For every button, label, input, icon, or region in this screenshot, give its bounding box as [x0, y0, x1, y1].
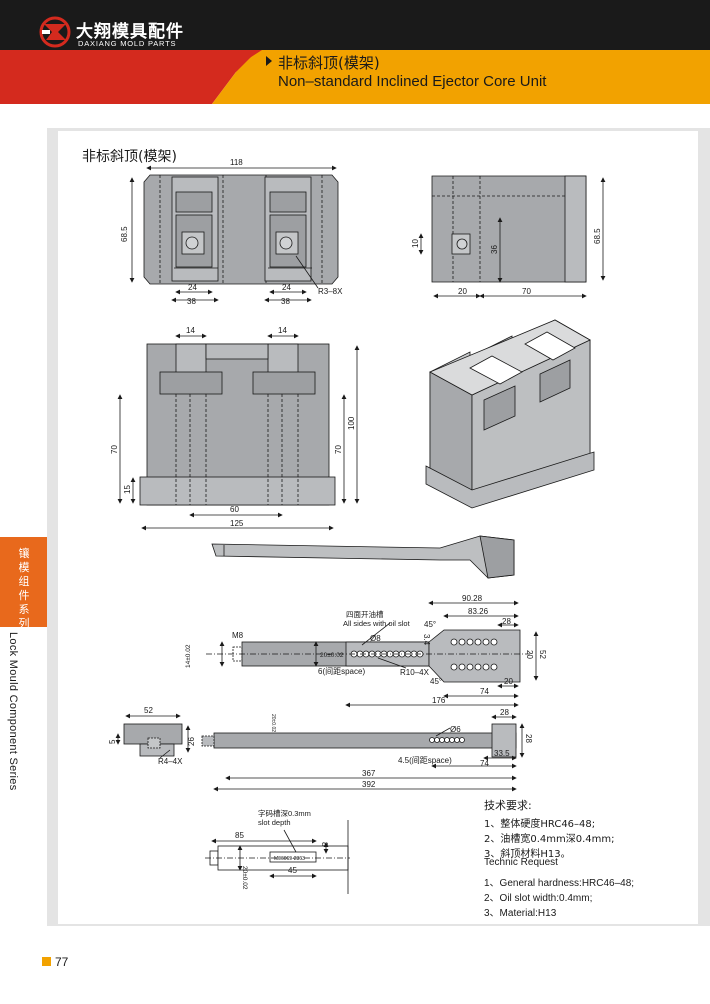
dim-rod-28: 28 [502, 617, 511, 626]
dim-rod-45a: 45° [424, 620, 436, 629]
dim-rod-phi8: Ø8 [370, 634, 381, 643]
side-view [418, 175, 606, 299]
dim-detail-45: 45 [288, 866, 297, 875]
dim-detail-8: 8 [320, 842, 329, 847]
dim-rod-20: 20±0.02 [320, 652, 344, 659]
rod-view-2 [115, 713, 525, 792]
page-title-cn: 非标斜顶(模架) [278, 54, 380, 72]
dim-rod-20b: 20 [525, 650, 534, 659]
dim-front-100: 100 [347, 416, 356, 430]
requirement-cn-1: 1、整体硬度HRC46–48; [484, 819, 596, 830]
dim-rod-83: 83.26 [468, 607, 489, 616]
dim-rod-52: 52 [538, 650, 547, 659]
page-title-en: Non–standard Inclined Ejector Core Unit [278, 73, 547, 90]
label-slot-en: slot depth [258, 818, 291, 827]
dim-front-70b: 70 [334, 445, 343, 454]
dim-front-14a: 14 [186, 326, 195, 335]
logo-icon [39, 16, 71, 48]
dim-rod2-phi6: Ø6 [450, 725, 461, 734]
page-number: 77 [55, 955, 69, 969]
dim-top-radius: R3–8X [318, 287, 343, 296]
dim-rod2-r4: R4–4X [158, 757, 183, 766]
label-slot-cn: 字码槽深0.3mm [258, 808, 311, 818]
requirement-cn-2: 2、油槽宽0.4mm深0.4mm; [484, 834, 615, 845]
dim-rod2-52: 52 [144, 706, 153, 715]
rod-view-1 [206, 600, 539, 708]
dim-rod2-5: 5 [108, 739, 117, 744]
requirement-cn-3: 3、斜顶材料H13。 [484, 849, 571, 860]
dim-rod2-26: 26 [187, 737, 196, 746]
dim-front-60: 60 [230, 505, 239, 514]
dim-detail-20: 20±0.02 [241, 866, 248, 890]
dim-rod-space6: 6(间距space) [318, 667, 365, 676]
dim-rod2-28b: 28 [524, 734, 533, 743]
dim-rod-r10: R10–4X [400, 668, 430, 677]
dim-top-38a: 38 [187, 297, 196, 306]
requirements-title-cn: 技术要求: [484, 799, 532, 812]
dim-side-36: 36 [490, 245, 499, 254]
dim-side-68: 68.5 [593, 228, 602, 244]
dim-top-24a: 24 [188, 283, 197, 292]
dim-rod-74: 74 [480, 687, 489, 696]
dim-top-68: 68.5 [120, 226, 129, 242]
dim-rod-90: 90.28 [462, 594, 483, 603]
page-number-marker [42, 957, 51, 966]
dim-rod2-367: 367 [362, 769, 376, 778]
dim-detail-85: 85 [235, 831, 244, 840]
brand-name-cn: 大翔模具配件 [76, 22, 184, 42]
side-tab-label-cn: 镶模组件系列 [18, 547, 30, 630]
dim-rod-20c: 20 [504, 677, 513, 686]
dim-rod-34: 3.4 [422, 634, 431, 646]
requirement-en-1: 1、General hardness:HRC46–48; [484, 878, 635, 889]
dim-side-70: 70 [522, 287, 531, 296]
requirements-title-en: Technic Request [484, 857, 558, 868]
title-arrow-icon [266, 56, 272, 66]
dim-front-15: 15 [123, 485, 132, 494]
dim-rod-176: 176 [432, 696, 446, 705]
ejector-pin-image [211, 535, 515, 579]
detail-view [205, 820, 350, 894]
dim-top-118: 118 [230, 158, 243, 167]
dim-rod2-small: 20±0.02 [270, 714, 276, 732]
front-view [117, 333, 360, 531]
top-view [129, 165, 339, 303]
side-tab [0, 537, 47, 627]
isometric-view [425, 319, 595, 509]
dim-top-24b: 24 [282, 283, 291, 292]
brand-name-en: DAXIANG MOLD PARTS [78, 39, 177, 48]
dim-front-125: 125 [230, 519, 244, 528]
dim-rod-14: 14±0.02 [185, 644, 192, 668]
dim-front-14b: 14 [278, 326, 287, 335]
dim-rod2-space: 4.5(间距space) [398, 756, 452, 765]
dim-side-20: 20 [458, 287, 467, 296]
dim-front-70a: 70 [110, 445, 119, 454]
label-m8: M8 [232, 631, 244, 640]
label-detail-code: M06069-2363 [274, 856, 305, 862]
dim-top-38b: 38 [281, 297, 290, 306]
requirement-en-3: 3、Material:H13 [484, 908, 557, 919]
dim-rod-45b: 45° [430, 677, 442, 686]
header-graphic [0, 16, 710, 104]
label-oil-slot-cn: 四面开油槽 [346, 609, 384, 619]
header-bar [0, 0, 710, 50]
section-title: 非标斜顶(模架) [82, 149, 177, 165]
dim-side-10: 10 [411, 239, 420, 248]
requirement-en-2: 2、Oil slot width:0.4mm; [484, 893, 593, 904]
dim-rod2-392: 392 [362, 780, 376, 789]
dim-rod2-33: 33.5 [494, 749, 510, 758]
label-oil-slot-en: All sides with oil slot [343, 619, 411, 628]
dim-rod2-28: 28 [500, 708, 509, 717]
dim-rod2-74: 74 [480, 759, 489, 768]
